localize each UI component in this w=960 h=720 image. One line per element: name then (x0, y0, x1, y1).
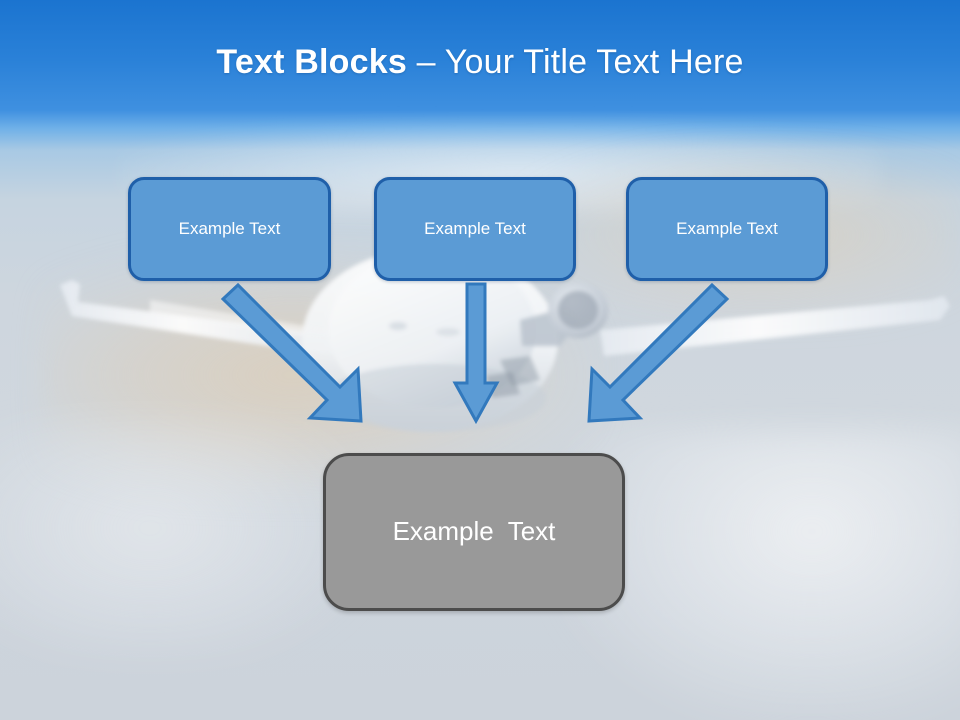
text-block-3[interactable]: Example Text (626, 177, 828, 281)
result-text-block[interactable]: Example Text (323, 453, 625, 611)
arrow-down-icon (452, 282, 500, 425)
cloud-layer-white-right (560, 430, 960, 720)
title-separator: – (406, 43, 445, 82)
arrow-down-right-icon (220, 282, 363, 423)
text-block-3-label: Example Text (676, 218, 778, 238)
slide-title-bar: Text Blocks – Your Title Text Here (0, 0, 960, 126)
text-block-2[interactable]: Example Text (374, 177, 576, 281)
text-block-1-label: Example Text (178, 218, 281, 238)
result-text-block-label: Example Text (392, 516, 556, 547)
text-block-1[interactable]: Example Text (128, 177, 331, 281)
cloud-layer-white-left (0, 420, 360, 660)
title-strong-part: Text Blocks (216, 43, 407, 82)
arrow-down-left-icon (587, 282, 730, 423)
text-block-2-label: Example Text (424, 218, 526, 238)
page-title: Text Blocks – Your Title Text Here (216, 44, 743, 81)
title-light-part: Your Title Text Here (444, 43, 744, 82)
